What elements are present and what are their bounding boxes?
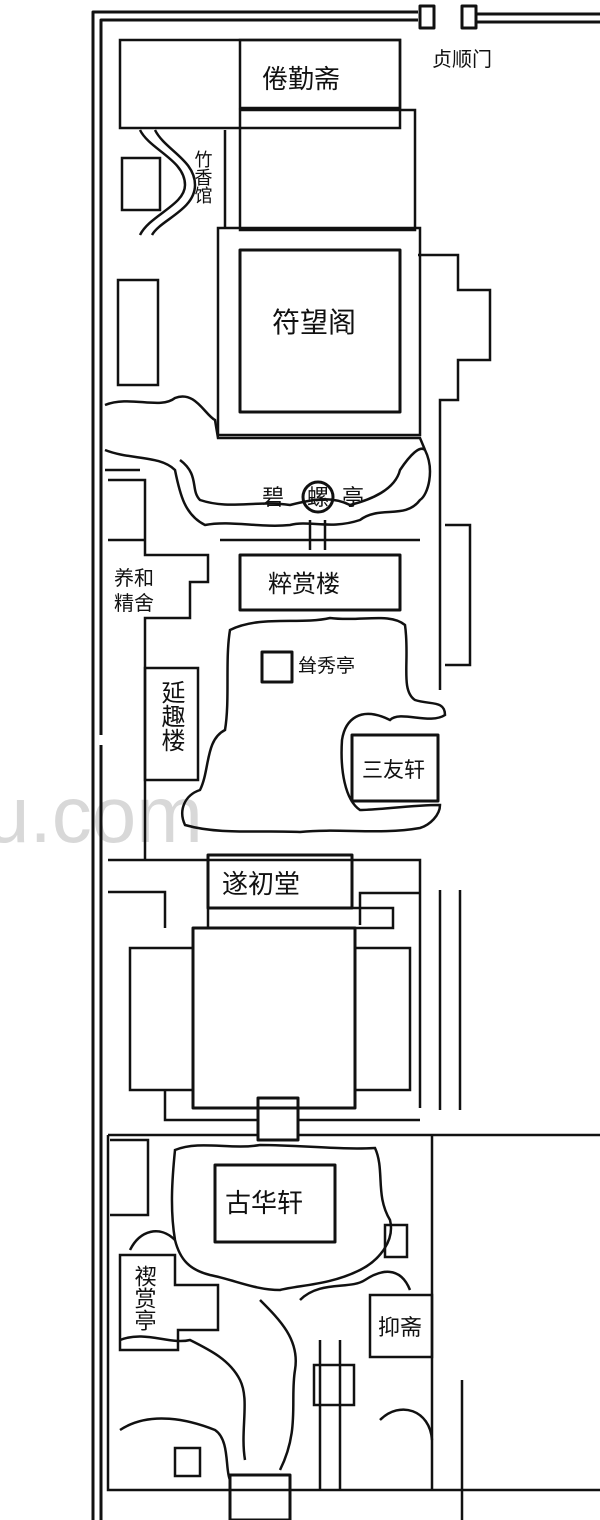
label-zhenshun-gate: 贞顺门 (432, 47, 492, 71)
label-yi-studio: 抑斋 (378, 1316, 422, 1341)
outer-walls (91, 4, 600, 1520)
yi-building (368, 1293, 434, 1359)
guhua-garden (106, 1135, 600, 1520)
yanqu-building (143, 666, 200, 782)
label-yanqu-tower: 延趣楼 (157, 680, 185, 752)
label-sanyou-hall: 三友轩 (362, 758, 425, 782)
rockery-north (104, 395, 432, 550)
label-suichu-hall: 遂初堂 (222, 870, 300, 900)
label-fuwang-tower: 符望阁 (272, 306, 356, 339)
cuishang-building (238, 553, 402, 612)
songxiu-rockery (181, 500, 472, 834)
label-songxiu-pavilion: 耸秀亭 (298, 655, 355, 677)
label-guhua-hall: 古华轩 (225, 1189, 303, 1219)
biluo-pavilion: 碧螺亭 (262, 480, 364, 514)
xishang-building (118, 1253, 220, 1352)
label-yanghe-2: 精舍 (114, 591, 154, 615)
label-zhuxiang-pavilion: 竹香馆 (192, 150, 213, 204)
label-juanqin-studio: 倦勤斋 (262, 65, 340, 95)
label-yanghe-1: 养和 (114, 566, 154, 590)
label-xishang-pavilion: 禊赏亭 (131, 1265, 157, 1331)
label-cuishang-tower: 粹赏楼 (268, 570, 340, 598)
suichu-courtyard (108, 853, 600, 1142)
sanyou-building (350, 733, 440, 803)
fuwang-compound (116, 226, 492, 500)
zhuxiang-compound (120, 129, 227, 236)
juanqin-compound (118, 38, 417, 232)
biluo-pavilion-circle (301, 480, 335, 514)
label-biluo-pavilion: 碧螺亭 (262, 486, 364, 511)
yanghe-compound (108, 478, 210, 860)
